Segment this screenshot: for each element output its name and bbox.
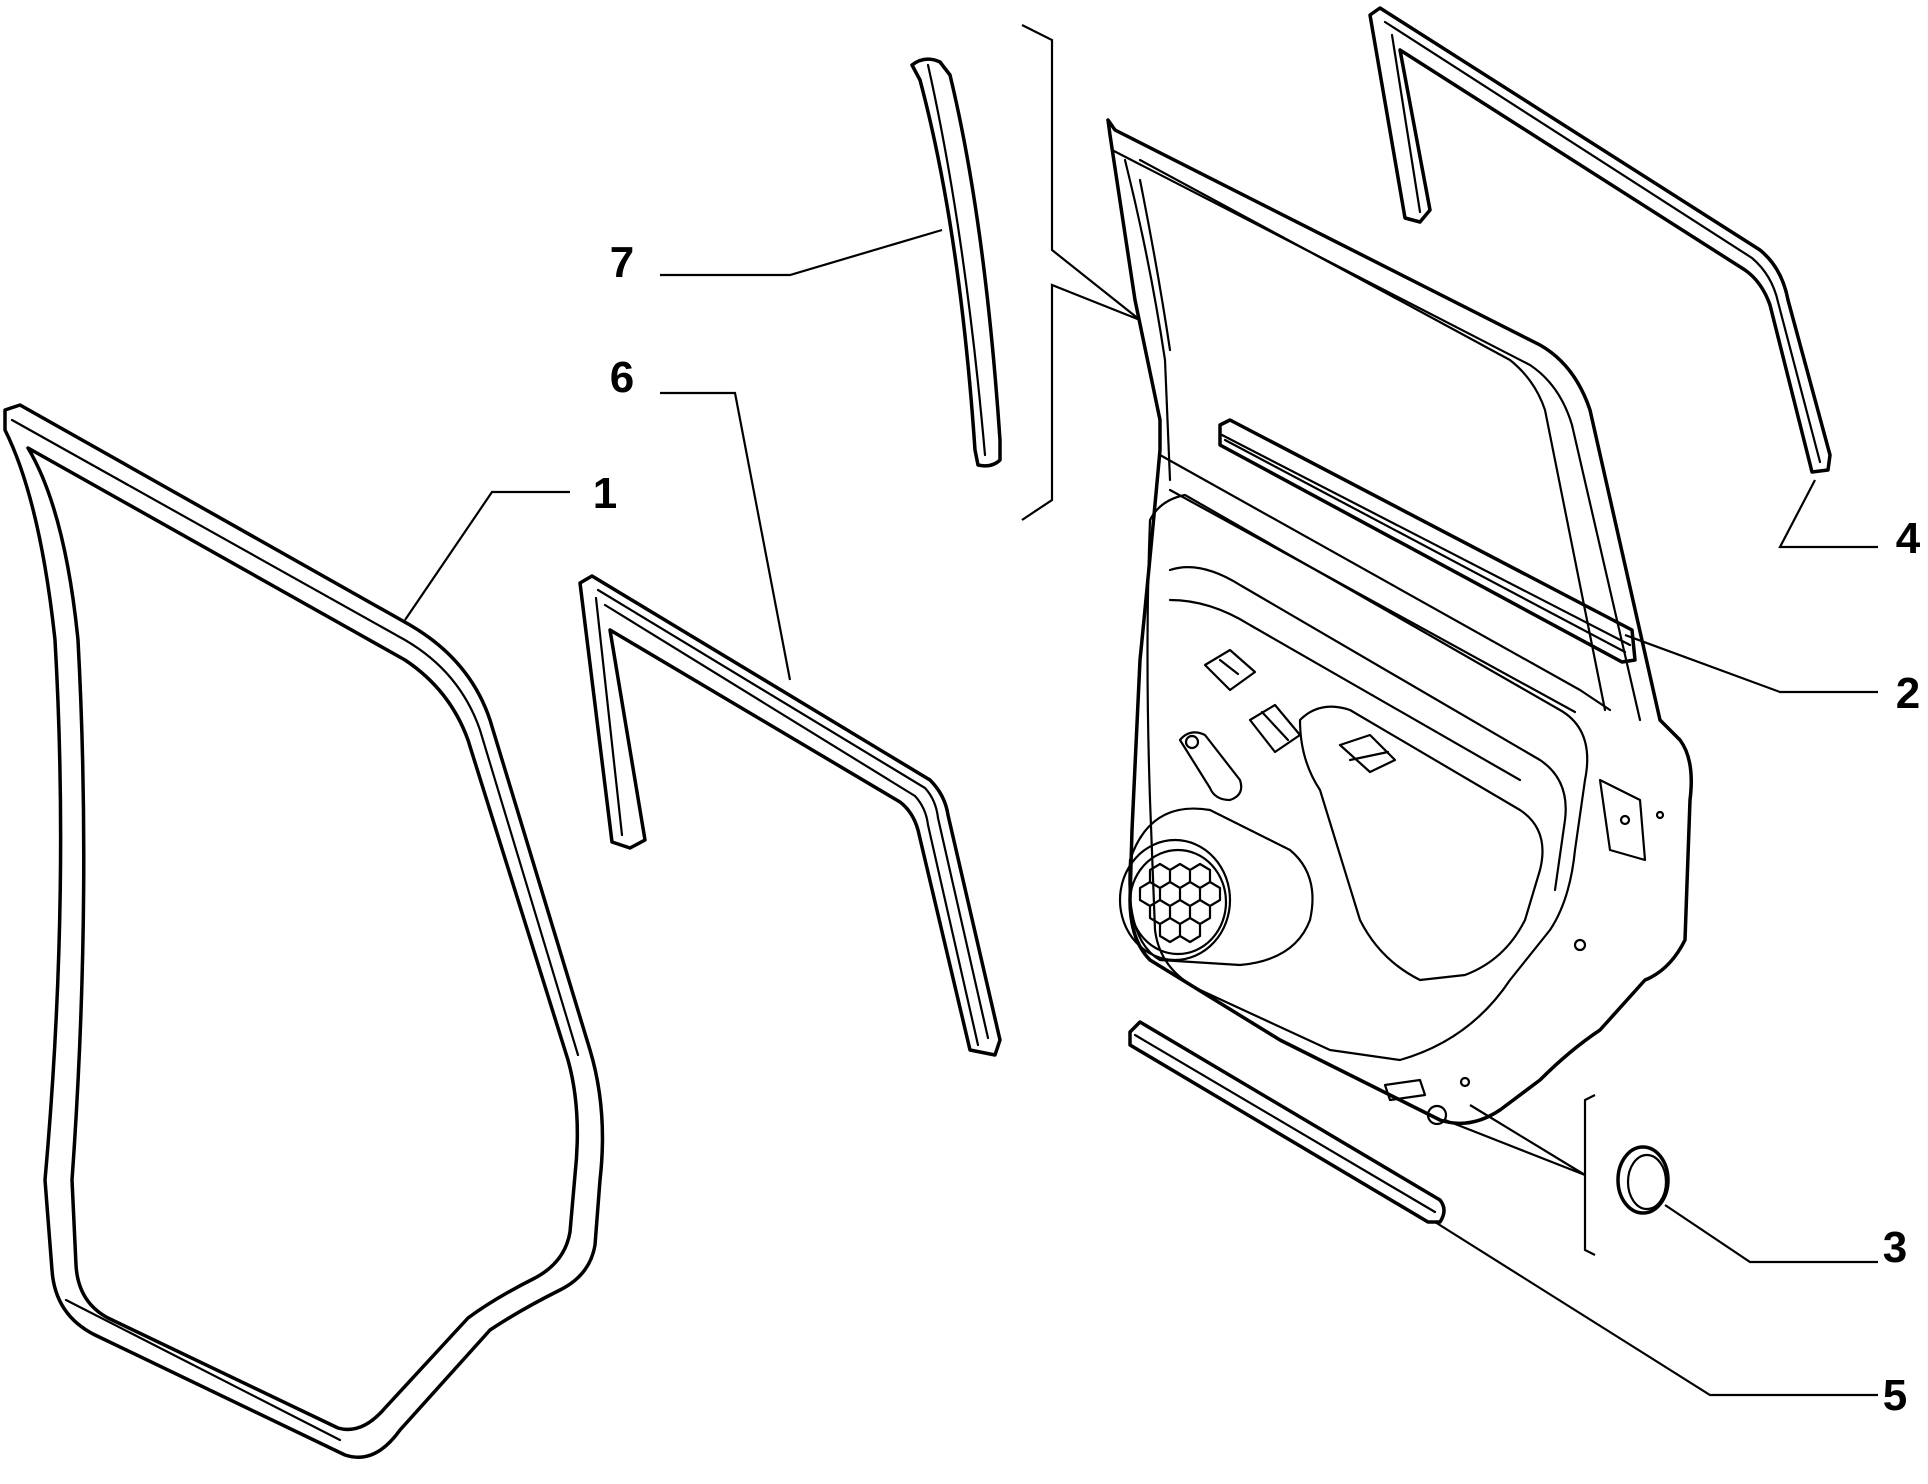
part-2-belt-seal [1218,418,1637,664]
callout-labels: 1 2 3 4 5 6 7 [593,238,1921,1420]
part-3-plug [1616,1145,1670,1215]
part-5-sill-strip [1128,1020,1446,1224]
part-1-door-frame-seal [3,403,605,1459]
callout-2: 2 [1896,669,1920,718]
callout-7: 7 [610,238,634,287]
speaker-grille [1118,838,1232,962]
part-7-pillar-seal [910,57,1002,468]
callout-1: 1 [593,469,617,518]
callout-4: 4 [1896,514,1921,563]
callout-5: 5 [1883,1371,1907,1420]
callout-3: 3 [1883,1223,1907,1272]
part-6-window-channel [578,574,1002,1057]
leader-lines [404,228,1878,1397]
callout-6: 6 [610,353,634,402]
part-2-door-assembly [1106,118,1693,1126]
part-4-rear-window-seal [1368,6,1832,474]
bracket-7 [1021,24,1141,521]
bracket-3 [1444,1094,1596,1256]
